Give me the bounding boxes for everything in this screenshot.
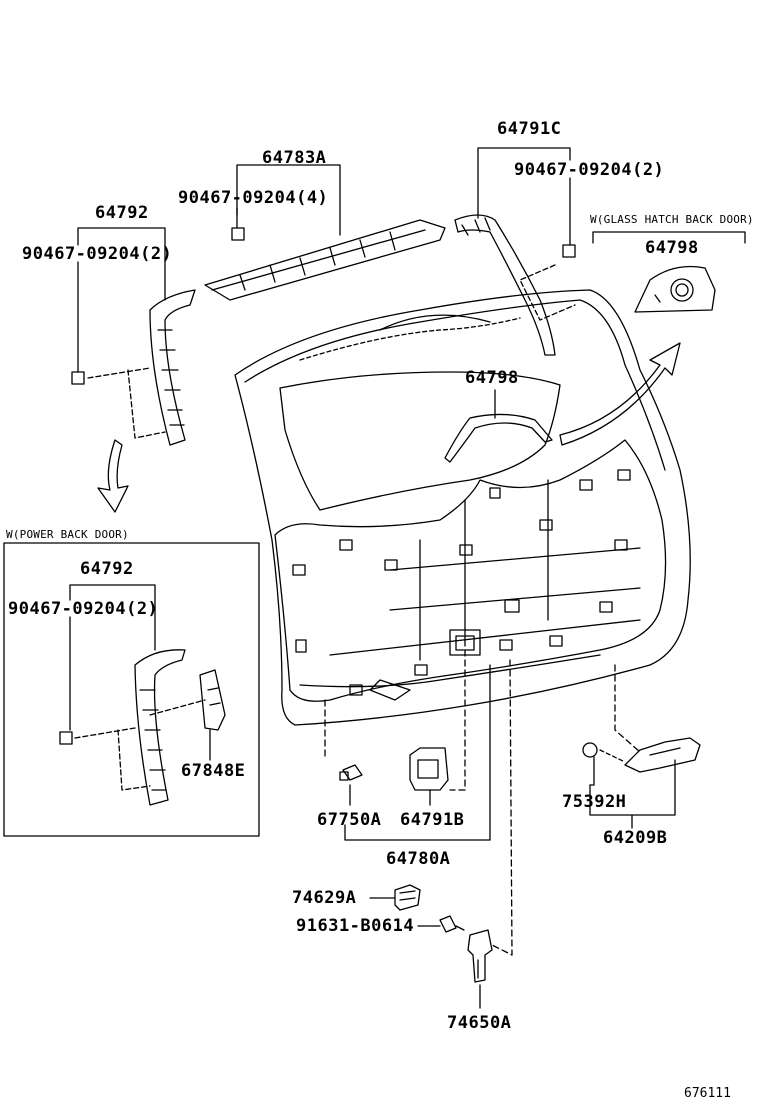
bracket-64791B — [409, 639, 466, 806]
clip-74629A — [369, 884, 421, 911]
label-90467-09204-2-inset: 90467-09204(2) — [8, 599, 159, 619]
label-75392H: 75392H — [562, 792, 627, 812]
note-power-back-door: W(POWER BACK DOOR) — [6, 528, 129, 541]
arrow-up-right — [559, 342, 681, 446]
arrow-down-left — [97, 439, 129, 513]
back-door-outer-panel — [234, 289, 691, 726]
inner-trim-board — [274, 439, 667, 702]
label-64792-top: 64792 — [95, 203, 149, 223]
label-64780A: 64780A — [386, 849, 451, 869]
clip-67750A — [324, 699, 363, 806]
label-74629A: 74629A — [292, 888, 357, 908]
label-64798-center: 64798 — [465, 368, 519, 388]
upper-garnish-64783A — [204, 219, 446, 301]
label-90467-09204-2-left: 90467-09204(2) — [22, 244, 173, 264]
diagram-reference-number: 676111 — [684, 1086, 731, 1101]
right-pillar-garnish-64791C — [454, 214, 576, 356]
label-67848E: 67848E — [181, 761, 246, 781]
label-90467-09204-4: 90467-09204(4) — [178, 188, 329, 208]
left-pillar-garnish-64792 — [71, 289, 196, 446]
label-90467-09204-2-right: 90467-09204(2) — [514, 160, 665, 180]
label-64791B: 64791B — [400, 810, 465, 830]
power-back-door-inset — [3, 542, 260, 837]
label-67750A: 67750A — [317, 810, 382, 830]
label-74650A: 74650A — [447, 1013, 512, 1033]
note-glass-hatch-back-door: W(GLASS HATCH BACK DOOR) — [590, 213, 754, 226]
label-64792-inset: 64792 — [80, 559, 134, 579]
bolt-91631 — [417, 915, 465, 933]
label-64209B: 64209B — [603, 828, 668, 848]
glass-hatch-trim-64798-right — [634, 265, 716, 313]
label-64791C: 64791C — [497, 119, 562, 139]
label-64783A: 64783A — [262, 148, 327, 168]
center-trim-64798 — [444, 413, 553, 463]
label-91631-B0614: 91631-B0614 — [296, 916, 415, 936]
hinge-64209B — [582, 664, 701, 829]
stay-74650A — [467, 659, 513, 1009]
label-64798-right: 64798 — [645, 238, 699, 258]
